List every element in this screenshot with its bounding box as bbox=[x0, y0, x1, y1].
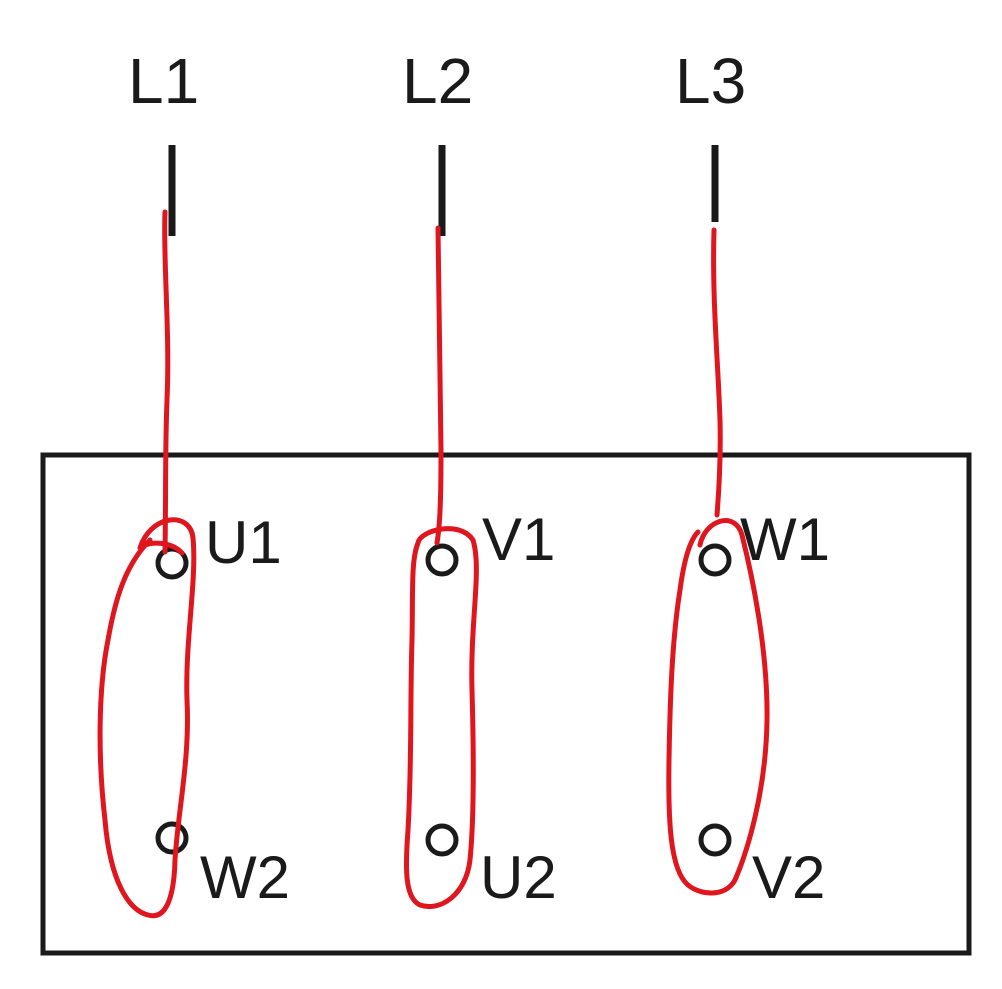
terminal-label-u2: U2 bbox=[480, 844, 557, 911]
line-label-l2: L2 bbox=[402, 45, 473, 117]
terminal-label-v1: V1 bbox=[482, 506, 555, 573]
terminal-u1 bbox=[155, 546, 189, 580]
line-label-l3: L3 bbox=[675, 45, 746, 117]
terminal-label-w2: W2 bbox=[200, 844, 290, 911]
terminal-label-w1: W1 bbox=[740, 506, 830, 573]
terminal-v2 bbox=[698, 823, 732, 857]
annotation-loop-u1-w2 bbox=[97, 517, 197, 919]
terminal-w2 bbox=[155, 821, 189, 855]
annotation-wire-l3 bbox=[711, 227, 723, 518]
terminal-box bbox=[40, 452, 972, 956]
terminal-v1 bbox=[425, 543, 459, 577]
terminal-label-u1: U1 bbox=[205, 509, 282, 576]
terminal-label-v2: V2 bbox=[752, 844, 825, 911]
annotation-loop-w1-v2 bbox=[666, 518, 770, 896]
annotation-wire-l1 bbox=[162, 209, 171, 555]
annotation-loop-v1-u2 bbox=[403, 526, 479, 909]
line-label-l1: L1 bbox=[128, 45, 199, 117]
annotation-wire-l2 bbox=[434, 225, 444, 546]
terminal-u2 bbox=[425, 823, 459, 857]
terminal-w1 bbox=[698, 543, 732, 577]
